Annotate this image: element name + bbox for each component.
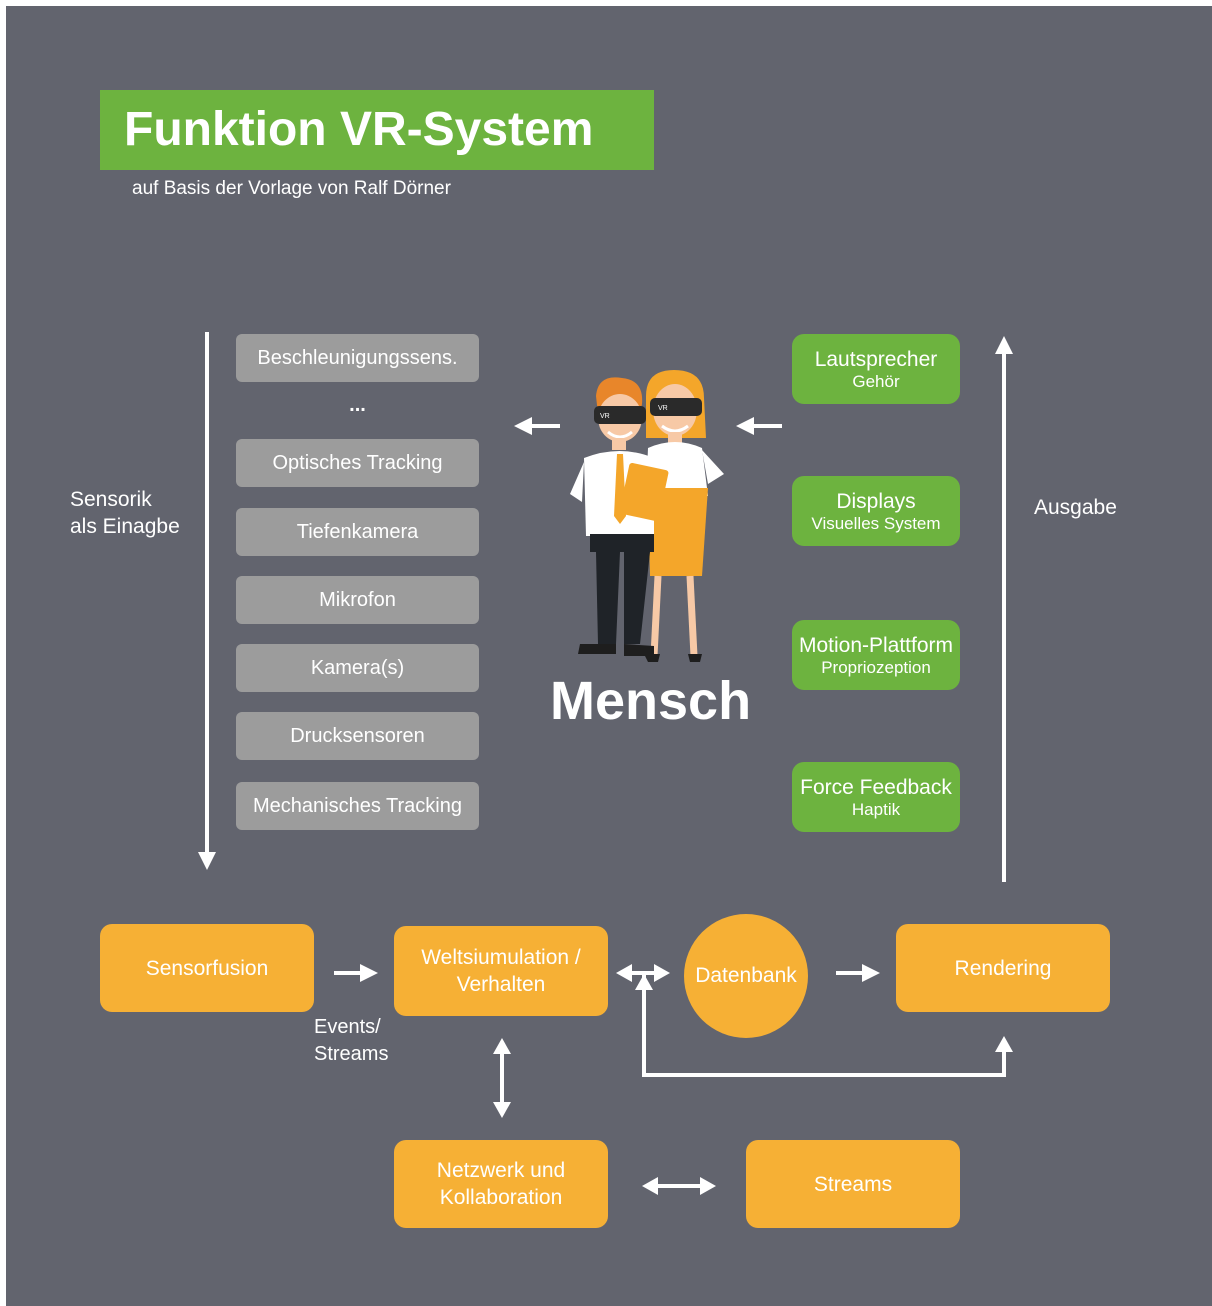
netzwerk-label-line2: Kollaboration (439, 1186, 563, 1209)
sensor-drucksensoren: Drucksensoren (236, 712, 479, 760)
output-displays-sub: Visuelles System (811, 513, 941, 533)
headset-label-right: VR (658, 405, 668, 412)
arrowhead-streams-right (700, 1177, 716, 1195)
man-figure: VR (570, 377, 669, 656)
arrowhead-outputs-left (736, 417, 754, 435)
sensor-optisches-tracking: Optisches Tracking (236, 439, 479, 487)
output-lautsprecher: Lautsprecher Gehör (792, 334, 960, 404)
arrowhead-rendering (862, 964, 880, 982)
events-label-line2: Streams (314, 1043, 389, 1065)
weltsimulation-box: Weltsiumulation / Verhalten (394, 926, 608, 1016)
sensor-mikrofon: Mikrofon (236, 576, 479, 624)
output-displays-label: Displays (836, 489, 916, 513)
netzwerk-box: Netzwerk und Kollaboration (394, 1140, 608, 1228)
sensorik-label-line2: als Einagbe (70, 515, 180, 538)
weltsimulation-label-line1: Weltsiumulation / (421, 946, 581, 969)
ausgabe-label: Ausgabe (1034, 496, 1117, 519)
arrowhead-connector-start (635, 974, 653, 990)
page-subtitle: auf Basis der Vorlage von Ralf Dörner (132, 178, 451, 199)
output-displays: Displays Visuelles System (792, 476, 960, 546)
output-motion-label: Motion-Plattform (798, 633, 954, 657)
mensch-label: Mensch (550, 671, 752, 731)
sensor-tiefenkamera: Tiefenkamera (236, 508, 479, 556)
sensor-ellipsis: ... (349, 394, 366, 416)
output-motion-sub: Propriozeption (821, 657, 931, 677)
output-force-label: Force Feedback (800, 775, 952, 799)
title-band: Funktion VR-System (100, 90, 654, 170)
sensor-mechanisches-tracking: Mechanisches Tracking (236, 782, 479, 830)
arrowhead-network-left (642, 1177, 658, 1195)
sensorik-label-line1: Sensorik (70, 488, 152, 511)
output-motion-plattform: Motion-Plattform Propriozeption (792, 620, 960, 690)
datenbank-label: Datenbank (695, 964, 797, 987)
arrowhead-ausgabe (995, 336, 1013, 354)
sensor-beschleunigung: Beschleunigungssens. (236, 334, 479, 382)
rendering-box: Rendering (896, 924, 1110, 1012)
output-force-feedback: Force Feedback Haptik (792, 762, 960, 832)
streams-label: Streams (813, 1172, 893, 1196)
datenbank-circle: Datenbank (684, 914, 808, 1038)
arrowhead-world-up (493, 1038, 511, 1054)
arrowhead-fusion (360, 964, 378, 982)
arrowhead-mensch-left (514, 417, 532, 435)
weltsimulation-label-line2: Verhalten (456, 973, 546, 996)
headset-label-left: VR (600, 413, 610, 420)
arrowhead-connector-up (995, 1036, 1013, 1052)
page-title: Funktion VR-System (124, 103, 594, 156)
woman-figure: VR (644, 370, 724, 662)
events-streams-label: Events/ Streams (314, 1014, 388, 1068)
output-force-sub: Haptik (851, 799, 901, 819)
events-label-line1: Events/ (314, 1016, 381, 1038)
sensorik-label: Sensorik als Einagbe (70, 486, 180, 540)
sensorfusion-label: Sensorfusion (145, 956, 269, 980)
output-lautsprecher-label: Lautsprecher (814, 347, 938, 371)
arrowhead-network-down (493, 1102, 511, 1118)
streams-box: Streams (746, 1140, 960, 1228)
diagram-canvas: Funktion VR-System auf Basis der Vorlage… (6, 6, 1212, 1306)
arrowhead-sensorik (198, 852, 216, 870)
netzwerk-label-line1: Netzwerk und (436, 1159, 566, 1182)
arrow-layer (198, 332, 1013, 1195)
output-lautsprecher-sub: Gehör (852, 371, 900, 391)
rendering-label: Rendering (954, 956, 1052, 980)
arrowhead-db-right (654, 964, 670, 982)
vr-users-illustration: VR VR (570, 370, 724, 662)
arrowhead-world-left (616, 964, 632, 982)
sensorfusion-box: Sensorfusion (100, 924, 314, 1012)
world-to-rendering-connector (642, 973, 1006, 1077)
sensor-kamera: Kamera(s) (236, 644, 479, 692)
